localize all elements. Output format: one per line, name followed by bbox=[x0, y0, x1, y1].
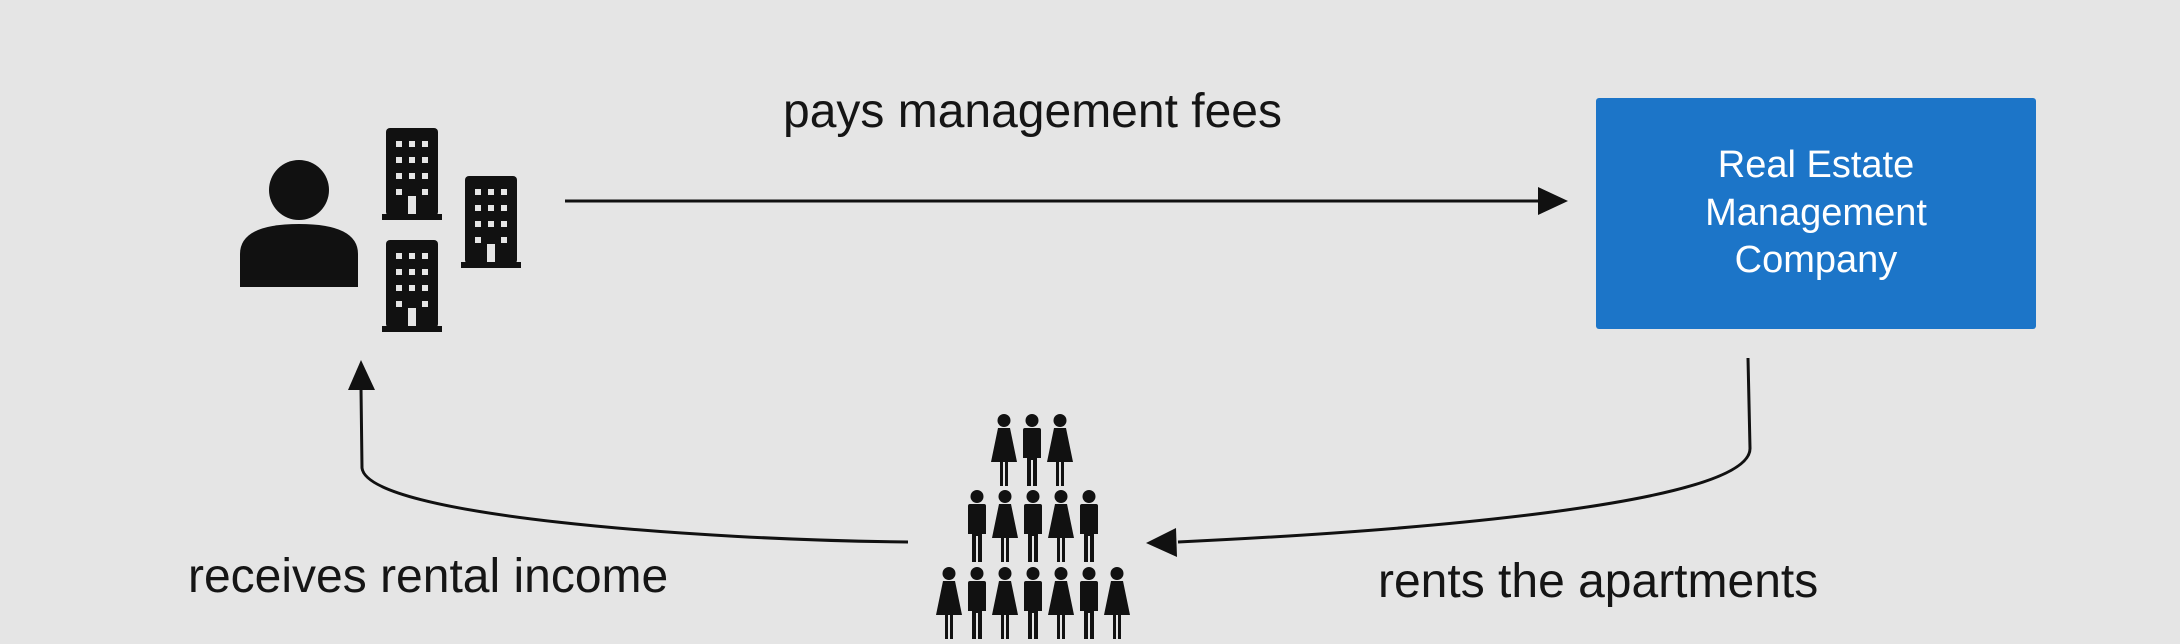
person-icon bbox=[240, 160, 358, 287]
fees-arrow bbox=[565, 187, 1568, 215]
income-label: receives rental income bbox=[188, 550, 669, 603]
rents-label: rents the apartments bbox=[1378, 555, 1819, 608]
apartment-building-icon bbox=[382, 128, 521, 332]
people-group-icon bbox=[936, 414, 1130, 639]
company-box: Real Estate Management Company bbox=[1596, 98, 2036, 329]
income-arrow bbox=[348, 360, 909, 544]
fees-label: pays management fees bbox=[783, 85, 1282, 138]
company-name: Real Estate Management Company bbox=[1705, 143, 1927, 282]
rents-arrow bbox=[1146, 357, 1752, 557]
